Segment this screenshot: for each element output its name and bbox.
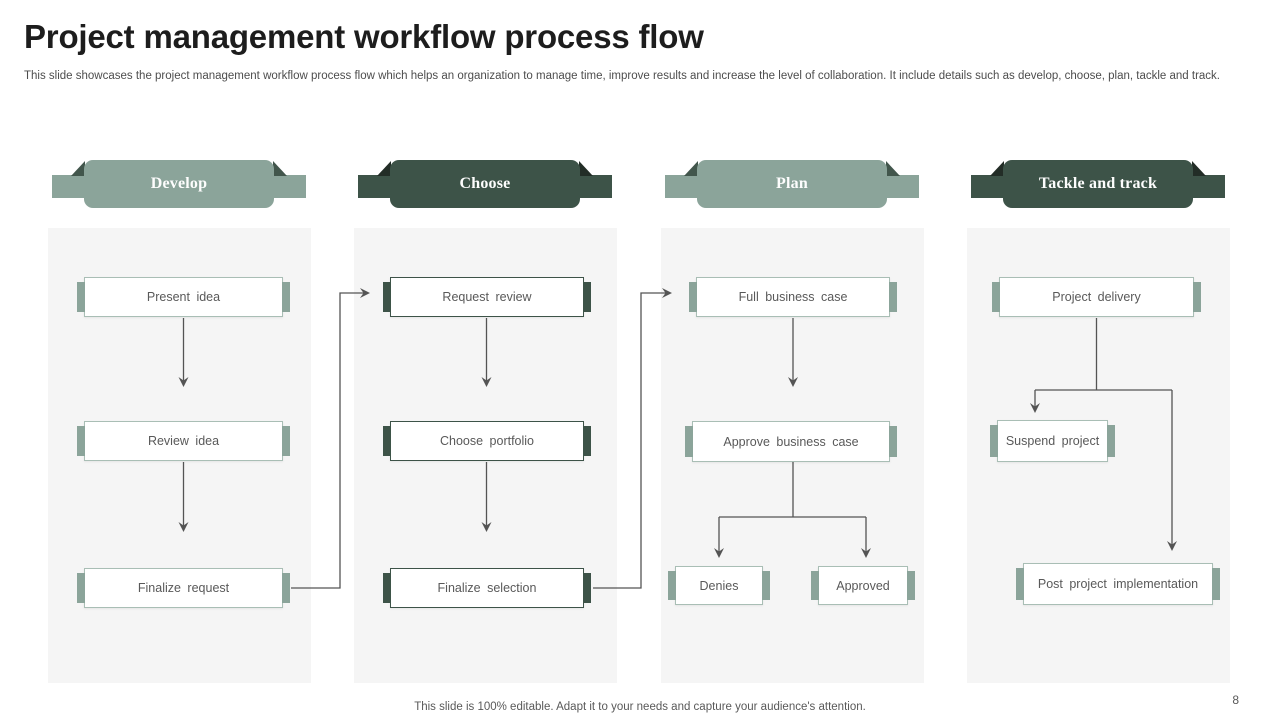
node-side-tab-right: [583, 426, 591, 456]
page-subtitle: This slide showcases the project managem…: [24, 70, 1220, 82]
node-denies[interactable]: Denies: [668, 566, 770, 605]
node-finalize-request[interactable]: Finalize request: [77, 568, 290, 608]
node-side-tab-right: [282, 573, 290, 603]
ribbon-develop[interactable]: Develop: [52, 160, 306, 208]
ribbon-fold-left: [684, 161, 698, 176]
ribbon-label: Develop: [84, 160, 274, 208]
node-side-tab-right: [907, 571, 915, 600]
ribbon-label: Choose: [390, 160, 580, 208]
node-label: Suspend project: [1005, 434, 1100, 448]
node-side-tab-left: [811, 571, 819, 600]
node-side-tab-right: [889, 426, 897, 457]
ribbon-label: Tackle and track: [1003, 160, 1193, 208]
node-suspend-project[interactable]: Suspend project: [990, 420, 1115, 462]
node-label: Approve business case: [723, 434, 859, 449]
node-side-tab-left: [383, 573, 391, 603]
node-review-idea[interactable]: Review idea: [77, 421, 290, 461]
node-label: Present idea: [146, 290, 221, 304]
node-side-tab-left: [685, 426, 693, 457]
ribbon-tackle-and-track[interactable]: Tackle and track: [971, 160, 1225, 208]
page-title: Project management workflow process flow: [24, 18, 704, 55]
ribbon-plan[interactable]: Plan: [665, 160, 919, 208]
node-side-tab-left: [990, 425, 998, 457]
page-number: 8: [1232, 693, 1239, 707]
node-side-tab-right: [282, 282, 290, 312]
node-label: Project delivery: [1052, 290, 1141, 304]
node-label: Denies: [699, 578, 739, 593]
node-side-tab-right: [583, 282, 591, 312]
node-project-delivery[interactable]: Project delivery: [992, 277, 1201, 317]
node-label: Full business case: [738, 290, 848, 304]
node-side-tab-right: [889, 282, 897, 312]
node-label: Finalize selection: [437, 581, 537, 595]
node-choose-portfolio[interactable]: Choose portfolio: [383, 421, 591, 461]
ribbon-fold-left: [377, 161, 391, 176]
node-side-tab-left: [689, 282, 697, 312]
node-side-tab-right: [762, 571, 770, 600]
node-label: Post project implementation: [1037, 577, 1199, 591]
node-label: Finalize request: [137, 581, 230, 595]
node-post-project-implementation[interactable]: Post project implementation: [1016, 563, 1220, 605]
footer-note: This slide is 100% editable. Adapt it to…: [414, 701, 866, 713]
node-side-tab-left: [383, 426, 391, 456]
node-finalize-selection[interactable]: Finalize selection: [383, 568, 591, 608]
node-side-tab-left: [77, 573, 85, 603]
node-side-tab-left: [77, 282, 85, 312]
ribbon-fold-right: [579, 161, 593, 176]
ribbon-fold-right: [1192, 161, 1206, 176]
node-side-tab-left: [668, 571, 676, 600]
node-request-review[interactable]: Request review: [383, 277, 591, 317]
node-side-tab-left: [992, 282, 1000, 312]
node-side-tab-right: [1107, 425, 1115, 457]
node-side-tab-left: [77, 426, 85, 456]
node-approve-business-case[interactable]: Approve business case: [685, 421, 897, 462]
ribbon-fold-left: [990, 161, 1004, 176]
node-side-tab-left: [1016, 568, 1024, 600]
node-full-business-case[interactable]: Full business case: [689, 277, 897, 317]
node-side-tab-right: [1193, 282, 1201, 312]
ribbon-fold-right: [273, 161, 287, 176]
node-side-tab-right: [282, 426, 290, 456]
ribbon-label: Plan: [697, 160, 887, 208]
node-side-tab-left: [383, 282, 391, 312]
ribbon-fold-left: [71, 161, 85, 176]
node-label: Approved: [836, 578, 890, 593]
ribbon-choose[interactable]: Choose: [358, 160, 612, 208]
ribbon-fold-right: [886, 161, 900, 176]
node-side-tab-right: [583, 573, 591, 603]
node-approved[interactable]: Approved: [811, 566, 915, 605]
node-label: Review idea: [147, 434, 220, 448]
node-label: Request review: [442, 290, 532, 304]
node-present-idea[interactable]: Present idea: [77, 277, 290, 317]
node-label: Choose portfolio: [439, 434, 535, 448]
node-side-tab-right: [1212, 568, 1220, 600]
